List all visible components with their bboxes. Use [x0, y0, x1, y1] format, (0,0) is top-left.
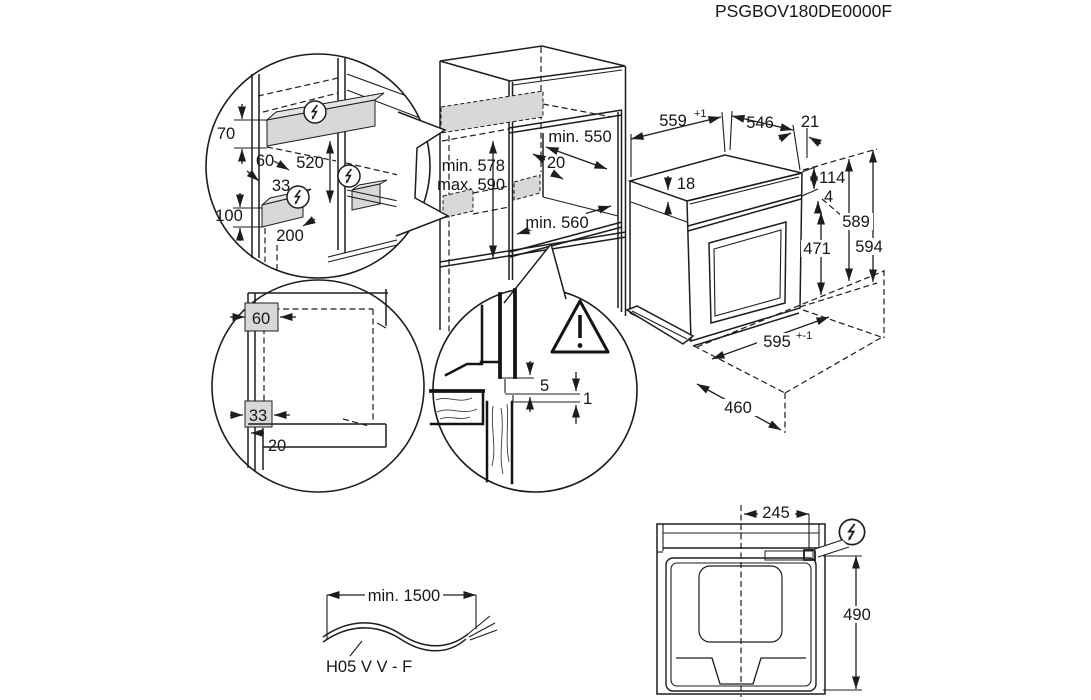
- top-view-depth-label: 490: [843, 606, 871, 624]
- front-fixing-zone-bottom: [244, 400, 273, 428]
- cable-length-label: min. 1500: [368, 587, 440, 605]
- side-mount-zone: [351, 183, 381, 211]
- mains-offset-label: 245: [762, 504, 790, 522]
- door-overhang-label: 21: [801, 113, 819, 131]
- top-clearance-label: 70: [217, 125, 235, 143]
- front-detail-circle: 60 33 20: [211, 279, 425, 493]
- lightning-bolt-icon: [303, 100, 327, 124]
- mains-connection-box: [803, 549, 816, 561]
- niche-height-min-label: min. 578: [442, 157, 505, 175]
- front-recess-label: 20: [268, 437, 286, 455]
- niche-width-label: min. 550: [548, 128, 611, 146]
- oven-depth-label: 546: [746, 114, 774, 132]
- niche-depth-label: min. 560: [525, 214, 588, 232]
- upper-mount-zone: [266, 99, 376, 147]
- cable-drawing: min. 1500 H05 V V - F: [322, 587, 498, 676]
- side-offset-label: 60: [256, 152, 274, 170]
- base-depth-label: 460: [724, 399, 752, 417]
- cable-type-label: H05 V V - F: [326, 658, 412, 676]
- bracket-offset-label: 33: [272, 177, 290, 195]
- warning-triangle-icon: [550, 299, 610, 354]
- top-gap-label: 18: [677, 175, 695, 193]
- oven-drawing: 559 +1 546 21 18 114 4 471 589 594 595 +…: [625, 108, 886, 433]
- lower-connection-zone: [442, 188, 474, 219]
- front-width-label: 595: [763, 333, 791, 351]
- body-height-label: 589: [842, 213, 870, 231]
- mounting-detail-circle: 70 60 520 33 100 200: [205, 53, 450, 279]
- front-bottom-offset-label: 33: [249, 407, 267, 425]
- clearance-detail-circle: 5 1: [429, 243, 638, 493]
- total-height-label: 594: [855, 238, 883, 256]
- panel-height-label: 114: [819, 169, 845, 187]
- door-height-label: 471: [803, 240, 831, 258]
- depth-offset-label: 200: [276, 227, 304, 245]
- bottom-clearance-label: 100: [215, 207, 243, 225]
- lightning-bolt-icon: [838, 518, 866, 546]
- part-number: PSGBOV180DE0000F: [715, 1, 892, 21]
- upper-connection-zone: [440, 90, 544, 134]
- rear-gap-label: 20: [547, 154, 565, 172]
- oven-width-tol-label: +1: [694, 108, 707, 120]
- niche-height-max-label: max. 590: [437, 176, 505, 194]
- front-width-tol-label: +-1: [796, 330, 812, 342]
- shelf-height-label: 520: [296, 154, 324, 172]
- niche-connection-zone: [513, 174, 541, 201]
- lightning-bolt-icon: [286, 185, 310, 209]
- top-view-drawing: 245 490: [656, 504, 874, 697]
- cabinet-drawing: min. 550 20 min. 578 max. 590 min. 560: [437, 45, 627, 337]
- oven-width-label: 559: [659, 112, 687, 130]
- front-clearance-label: 5: [540, 377, 549, 395]
- panel-gap-label: 4: [824, 188, 833, 206]
- oven-door-window: [708, 221, 787, 324]
- bottom-clearance-label: 1: [583, 390, 592, 408]
- front-top-offset-label: 60: [252, 310, 270, 328]
- lightning-bolt-icon: [337, 164, 361, 188]
